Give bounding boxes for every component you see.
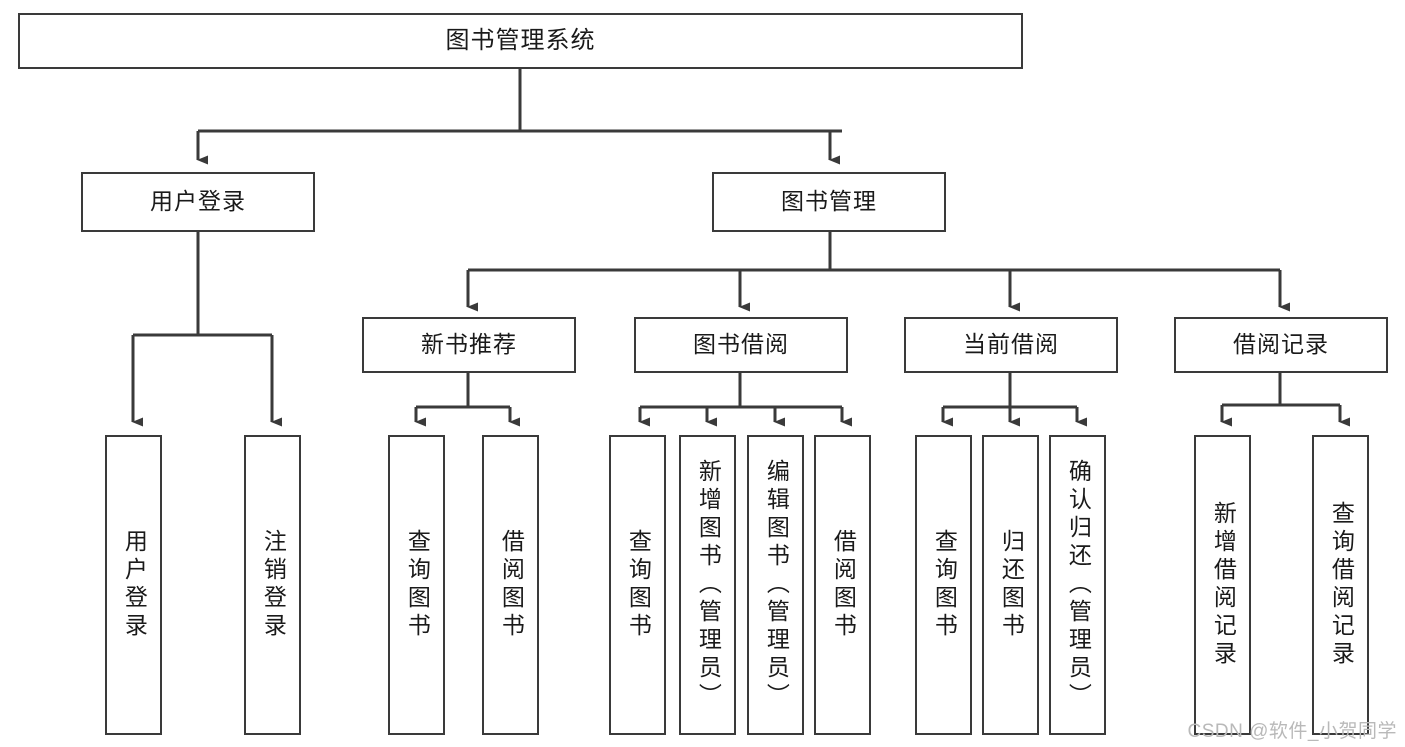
node-leaf-edit-book[interactable]: 编辑图书（管理员） <box>747 435 804 735</box>
node-leaf-user-login[interactable]: 用户登录 <box>105 435 162 735</box>
node-leaf-add-record-label: 新增借阅记录 <box>1210 501 1237 669</box>
node-leaf-query-book-2-label: 查询图书 <box>625 529 652 641</box>
node-leaf-logout-login-label: 注销登录 <box>260 529 287 641</box>
node-leaf-add-book[interactable]: 新增图书（管理员） <box>679 435 736 735</box>
node-leaf-query-book-1-label: 查询图书 <box>404 529 431 641</box>
node-leaf-logout-login[interactable]: 注销登录 <box>244 435 301 735</box>
node-leaf-confirm-return[interactable]: 确认归还（管理员） <box>1049 435 1106 735</box>
node-book-manage-label: 图书管理 <box>781 188 877 215</box>
node-new-book-recommend[interactable]: 新书推荐 <box>362 317 576 373</box>
node-leaf-add-record[interactable]: 新增借阅记录 <box>1194 435 1251 735</box>
node-user-login-label: 用户登录 <box>150 188 246 215</box>
node-leaf-edit-book-label: 编辑图书（管理员） <box>763 459 790 711</box>
node-current-borrow[interactable]: 当前借阅 <box>904 317 1118 373</box>
node-leaf-add-book-label: 新增图书（管理员） <box>695 459 722 711</box>
node-borrow-record[interactable]: 借阅记录 <box>1174 317 1388 373</box>
node-leaf-user-login-label: 用户登录 <box>121 529 148 641</box>
node-user-login[interactable]: 用户登录 <box>81 172 315 232</box>
node-book-borrow[interactable]: 图书借阅 <box>634 317 848 373</box>
node-leaf-borrow-book-1-label: 借阅图书 <box>498 529 525 641</box>
node-leaf-query-record[interactable]: 查询借阅记录 <box>1312 435 1369 735</box>
node-leaf-return-book[interactable]: 归还图书 <box>982 435 1039 735</box>
node-leaf-return-book-label: 归还图书 <box>998 529 1025 641</box>
csdn-watermark: CSDN @软件_小贺同学 <box>1187 721 1397 742</box>
node-borrow-record-label: 借阅记录 <box>1233 331 1329 358</box>
node-leaf-borrow-book-2[interactable]: 借阅图书 <box>814 435 871 735</box>
node-leaf-query-book-3-label: 查询图书 <box>931 529 958 641</box>
node-book-borrow-label: 图书借阅 <box>693 331 789 358</box>
node-leaf-query-book-3[interactable]: 查询图书 <box>915 435 972 735</box>
node-book-manage[interactable]: 图书管理 <box>712 172 946 232</box>
node-leaf-borrow-book-1[interactable]: 借阅图书 <box>482 435 539 735</box>
node-leaf-query-book-2[interactable]: 查询图书 <box>609 435 666 735</box>
node-leaf-query-record-label: 查询借阅记录 <box>1328 501 1355 669</box>
node-root-label: 图书管理系统 <box>445 26 596 54</box>
node-new-book-recommend-label: 新书推荐 <box>421 331 517 358</box>
node-leaf-query-book-1[interactable]: 查询图书 <box>388 435 445 735</box>
node-current-borrow-label: 当前借阅 <box>963 331 1059 358</box>
node-leaf-confirm-return-label: 确认归还（管理员） <box>1065 459 1092 711</box>
node-root[interactable]: 图书管理系统 <box>18 13 1023 69</box>
node-leaf-borrow-book-2-label: 借阅图书 <box>830 529 857 641</box>
